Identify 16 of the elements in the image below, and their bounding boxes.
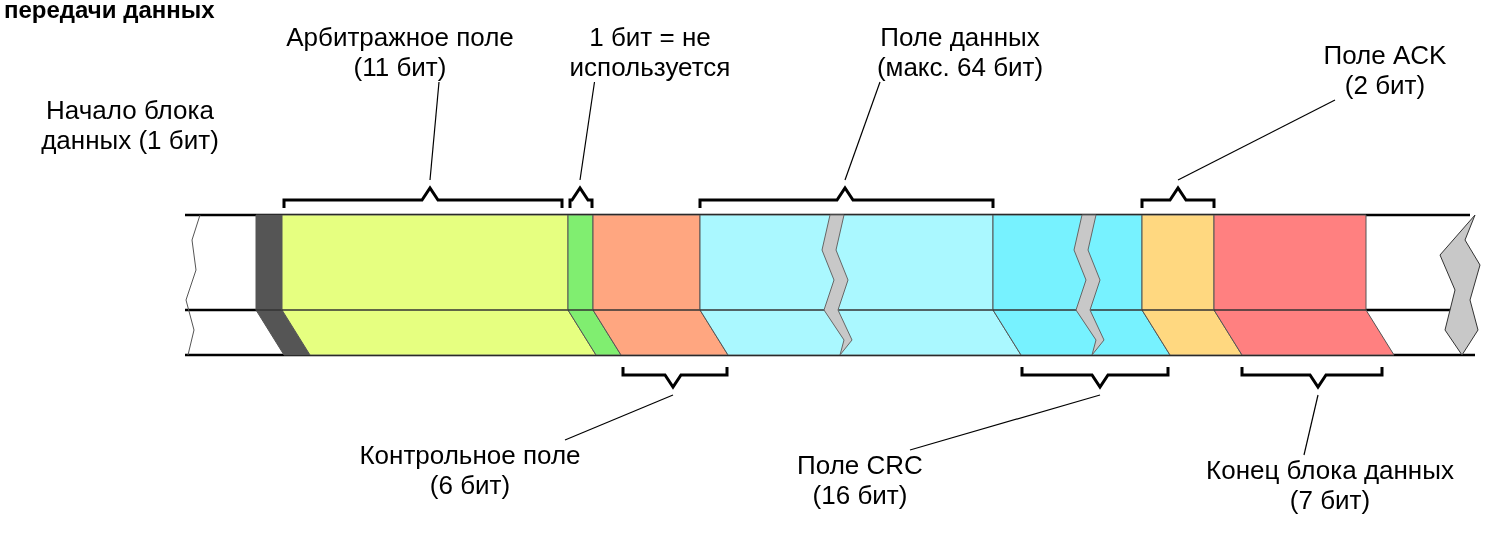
leader-line	[579, 81, 596, 181]
part-label: 1 бит = не используется	[550, 22, 750, 82]
part-label: Арбитражное поле (11 бит)	[275, 22, 525, 82]
leader-line	[1177, 99, 1336, 181]
title: передачи данных	[4, 0, 215, 24]
leader-line	[564, 394, 674, 441]
leader-line	[844, 81, 881, 181]
part-label: Поле данных (макс. 64 бит)	[860, 22, 1060, 82]
part-label: Поле ACK (2 бит)	[1315, 40, 1455, 100]
part-label: Начало блока данных (1 бит)	[40, 95, 220, 155]
part-label: Поле CRC (16 бит)	[790, 450, 930, 510]
leader-line	[1303, 394, 1319, 456]
leader-line	[909, 394, 1101, 451]
part-label: Конец блока данных (7 бит)	[1205, 455, 1455, 515]
part-label: Контрольное поле (6 бит)	[355, 440, 585, 500]
leader-line	[429, 81, 440, 181]
